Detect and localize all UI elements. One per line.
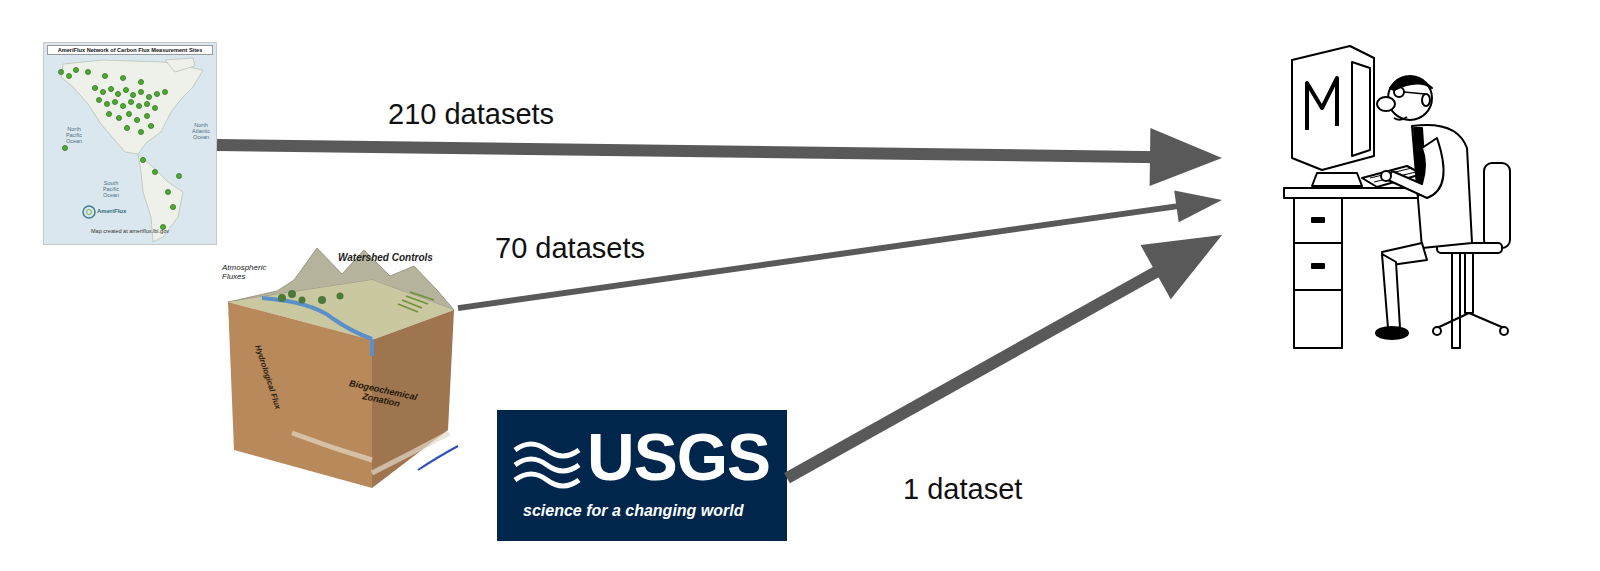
flow-label: 70 datasets xyxy=(495,232,645,265)
flow-label: 1 dataset xyxy=(903,473,1022,506)
map-title: AmeriFlux Network of Carbon Flux Measure… xyxy=(47,45,213,55)
illustration-label: Watershed Controls xyxy=(338,252,458,263)
arrow-head xyxy=(1141,235,1222,299)
illustration-label: Biogeochemical Zonation xyxy=(339,377,425,414)
analyst-figure xyxy=(1222,38,1542,358)
arrow-shaft xyxy=(787,267,1166,478)
arrow-head xyxy=(1174,191,1222,223)
map-credit: Map created at ameriflux.lbl.gov xyxy=(68,228,192,234)
usgs-logo: USGS science for a changing world xyxy=(497,410,787,541)
arrow-shaft xyxy=(217,145,1161,157)
ocean-label: North Pacific Ocean xyxy=(59,126,89,144)
data-flow-arrow xyxy=(787,235,1222,478)
watershed-block xyxy=(228,248,458,488)
ameriflux-map xyxy=(44,43,217,245)
logo-tagline: science for a changing world xyxy=(523,502,783,520)
logo-wordmark: USGS xyxy=(587,424,783,490)
data-flow-arrow xyxy=(217,128,1222,186)
ocean-label: North Atlantic Ocean xyxy=(186,122,216,140)
illustration-label: Atmospheric Fluxes xyxy=(222,264,274,282)
data-flow-arrow xyxy=(458,191,1222,309)
usgs-logo-art xyxy=(497,410,787,541)
flow-label: 210 datasets xyxy=(388,98,554,131)
illustration-label: Hydrological Flux xyxy=(252,342,283,413)
arrow-shaft xyxy=(458,205,1183,308)
map-panel: AmeriFlux Network of Carbon Flux Measure… xyxy=(43,42,217,245)
watershed-illustration: Watershed ControlsAtmospheric FluxesHydr… xyxy=(222,238,458,492)
ocean-label: South Pacific Ocean xyxy=(95,180,127,198)
arrow-head xyxy=(1150,128,1222,186)
logo-text: AmeriFlux xyxy=(97,208,147,215)
analyst-drawing xyxy=(1284,46,1510,348)
